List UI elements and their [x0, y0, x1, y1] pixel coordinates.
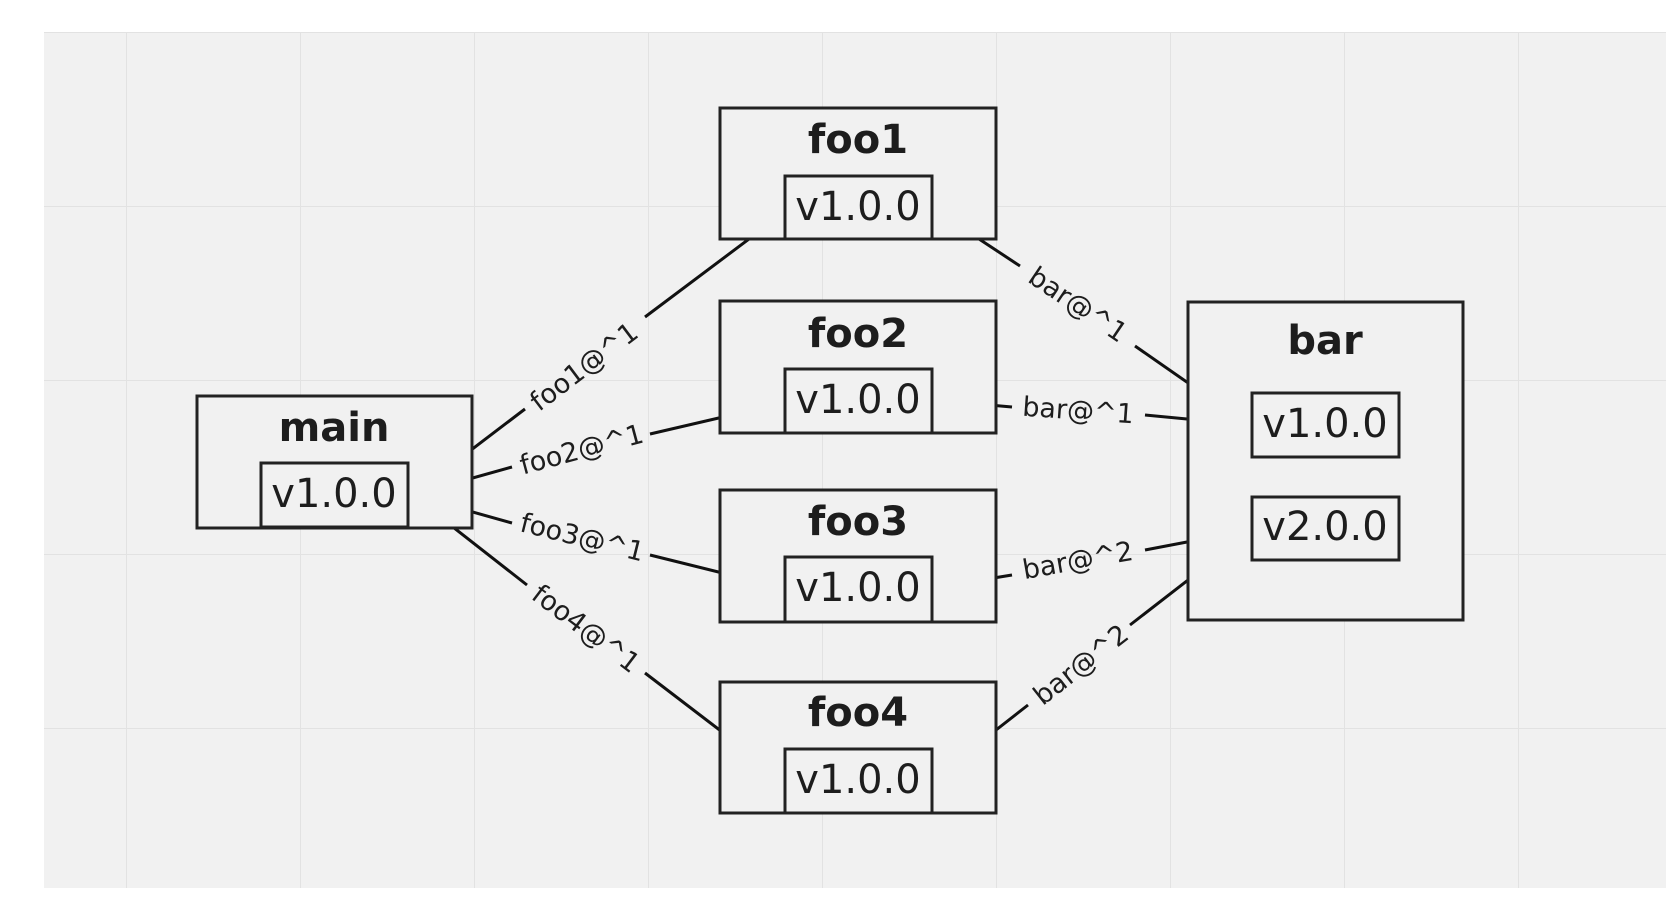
node-main-title: main	[279, 405, 390, 451]
bottom-strip	[0, 888, 1666, 898]
node-foo2-version: v1.0.0	[795, 377, 920, 423]
edge-label-bar-2b: bar@^2	[1028, 619, 1135, 712]
node-foo2-title: foo2	[808, 311, 908, 357]
edge-label-foo2: foo2@^1	[517, 419, 647, 482]
node-foo4-version: v1.0.0	[795, 757, 920, 803]
node-main-version: v1.0.0	[271, 471, 396, 517]
node-bar: bar v1.0.0 v2.0.0	[1186, 300, 1465, 622]
node-foo1-title: foo1	[808, 117, 908, 163]
node-foo3: foo3 v1.0.0	[718, 488, 998, 624]
node-foo1: foo1 v1.0.0	[718, 106, 998, 241]
node-bar-version-2: v2.0.0	[1262, 504, 1387, 550]
edge-label-bar-2a: bar@^2	[1020, 536, 1135, 586]
node-foo3-title: foo3	[808, 499, 908, 545]
edge-label-foo3: foo3@^1	[517, 508, 647, 569]
node-foo4: foo4 v1.0.0	[718, 680, 998, 815]
edge-label-bar-1b: bar@^1	[1021, 392, 1134, 431]
edge-label-foo4: foo4@^1	[526, 579, 646, 680]
node-bar-version-1: v1.0.0	[1262, 401, 1387, 447]
node-foo2: foo2 v1.0.0	[718, 299, 998, 435]
node-bar-title: bar	[1287, 318, 1363, 364]
edge-label-foo1: foo1@^1	[525, 317, 645, 418]
node-foo3-version: v1.0.0	[795, 565, 920, 611]
node-foo1-version: v1.0.0	[795, 184, 920, 230]
node-foo4-title: foo4	[808, 690, 908, 736]
edge-label-bar-1a: bar@^1	[1023, 261, 1133, 349]
node-main: main v1.0.0	[195, 394, 474, 530]
